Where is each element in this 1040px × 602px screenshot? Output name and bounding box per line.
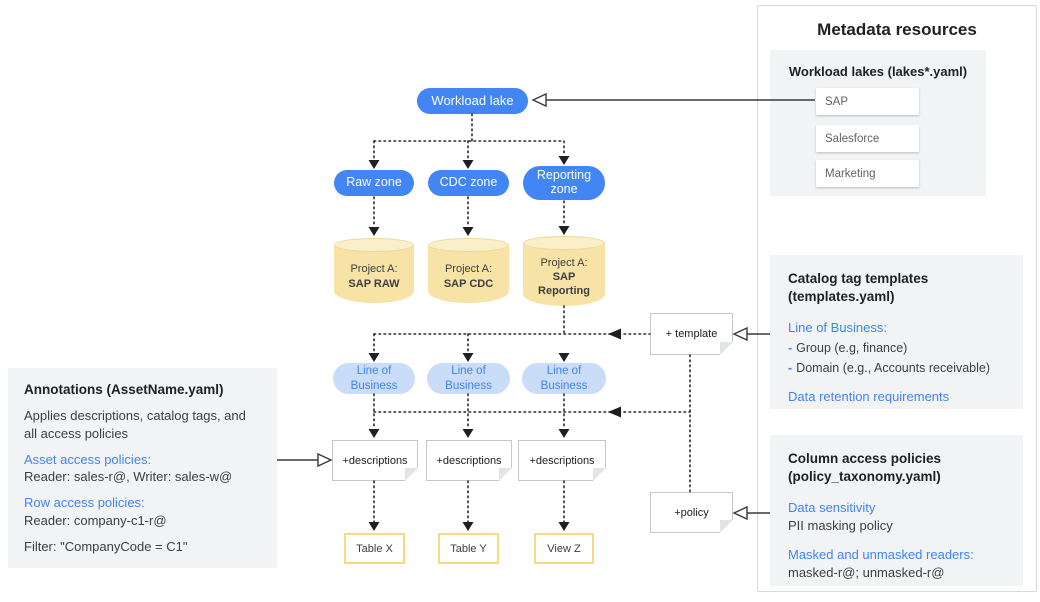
workload-lake-node: Workload lake xyxy=(417,88,528,114)
cylinder-top xyxy=(334,238,414,252)
view-z-node: View Z xyxy=(534,533,594,564)
cdc-zone-node: CDC zone xyxy=(428,170,509,196)
line-of-business-node: Line of Business xyxy=(427,363,510,394)
raw-zone-node: Raw zone xyxy=(334,170,414,196)
descriptions-note: +descriptions xyxy=(332,440,418,481)
metadata-resources-panel: Metadata resources Workload lakes (lakes… xyxy=(757,5,1037,592)
filter-value: Filter: "CompanyCode = C1" xyxy=(24,539,188,555)
masked-readers-value: masked-r@; unmasked-r@ xyxy=(788,565,945,581)
metadata-panel-title: Metadata resources xyxy=(817,20,977,39)
column-policies-title-line2: (policy_taxonomy.yaml) xyxy=(788,469,941,485)
catalog-tags-title-line1: Catalog tag templates xyxy=(788,271,929,286)
project-prefix: Project A: xyxy=(540,256,588,269)
catalog-tags-title-line2: (templates.yaml) xyxy=(788,289,895,305)
cylinder-label: Project A: SAP Reporting xyxy=(523,248,605,306)
reporting-zone-node: Reporting zone xyxy=(523,166,605,200)
cylinder-label: Project A: SAP RAW xyxy=(334,250,414,303)
line-of-business-node: Line of Business xyxy=(522,363,606,394)
annotations-body: Applies descriptions, catalog tags, and … xyxy=(24,407,246,441)
workload-lakes-box: Workload lakes (lakes*.yaml) SAP Salesfo… xyxy=(770,50,986,196)
project-sap-cdc-cylinder: Project A: SAP CDC xyxy=(428,238,509,303)
project-sap-raw-cylinder: Project A: SAP RAW xyxy=(334,238,414,303)
project-sap-reporting-cylinder: Project A: SAP Reporting xyxy=(523,236,605,306)
project-prefix: Project A: xyxy=(444,263,493,276)
lake-card-marketing: Marketing xyxy=(816,160,919,187)
descriptions-note: +descriptions xyxy=(518,440,606,481)
data-sensitivity-value: PII masking policy xyxy=(788,518,893,534)
cylinder-top xyxy=(428,238,509,252)
policy-note: +policy xyxy=(650,492,733,533)
annotations-title: Annotations (AssetName.yaml) xyxy=(24,382,224,397)
cylinder-body xyxy=(523,243,605,306)
cylinder-body xyxy=(334,245,414,303)
asset-access-value: Reader: sales-r@, Writer: sales-w@ xyxy=(24,469,233,485)
lake-card-salesforce: Salesforce xyxy=(816,125,919,152)
project-name: SAP RAW xyxy=(348,277,400,290)
lob-bullet-group: -Group (e.g, finance) xyxy=(788,341,1005,355)
project-name: SAP Reporting xyxy=(538,270,590,298)
bullet-text: Domain (e.g., Accounts receivable) xyxy=(796,361,991,376)
annotations-panel: Annotations (AssetName.yaml) Applies des… xyxy=(8,368,277,569)
line-of-business-node: Line of Business xyxy=(333,363,415,394)
row-access-value: Reader: company-c1-r@ xyxy=(24,513,167,529)
lob-heading: Line of Business: xyxy=(788,320,888,336)
bullet-text: Group (e.g, finance) xyxy=(796,341,908,356)
lake-card-sap: SAP xyxy=(816,88,919,115)
column-access-policies-box: Column access policies (policy_taxonomy.… xyxy=(770,435,1023,586)
bullet-dash: - xyxy=(788,361,793,376)
cylinder-label: Project A: SAP CDC xyxy=(428,250,509,303)
descriptions-note: +descriptions xyxy=(426,440,512,481)
table-y-node: Table Y xyxy=(438,533,499,564)
cylinder-top xyxy=(523,236,605,250)
table-x-node: Table X xyxy=(344,533,405,564)
workload-lakes-title: Workload lakes (lakes*.yaml) xyxy=(788,64,968,79)
asset-access-heading: Asset access policies: xyxy=(24,451,152,467)
masked-readers-heading: Masked and unmasked readers: xyxy=(788,547,974,563)
bullet-dash: - xyxy=(788,341,793,356)
template-note: + template xyxy=(650,313,733,355)
lob-bullet-domain: -Domain (e.g., Accounts receivable) xyxy=(788,361,1005,375)
column-policies-title-line1: Column access policies xyxy=(788,451,942,466)
project-name: SAP CDC xyxy=(443,277,494,290)
project-prefix: Project A: xyxy=(350,263,398,276)
data-sensitivity-heading: Data sensitivity xyxy=(788,500,876,516)
catalog-tag-templates-box: Catalog tag templates (templates.yaml) L… xyxy=(770,255,1023,409)
data-retention-heading: Data retention requirements xyxy=(788,389,950,405)
row-access-heading: Row access policies: xyxy=(24,495,145,511)
cylinder-body xyxy=(428,245,509,303)
